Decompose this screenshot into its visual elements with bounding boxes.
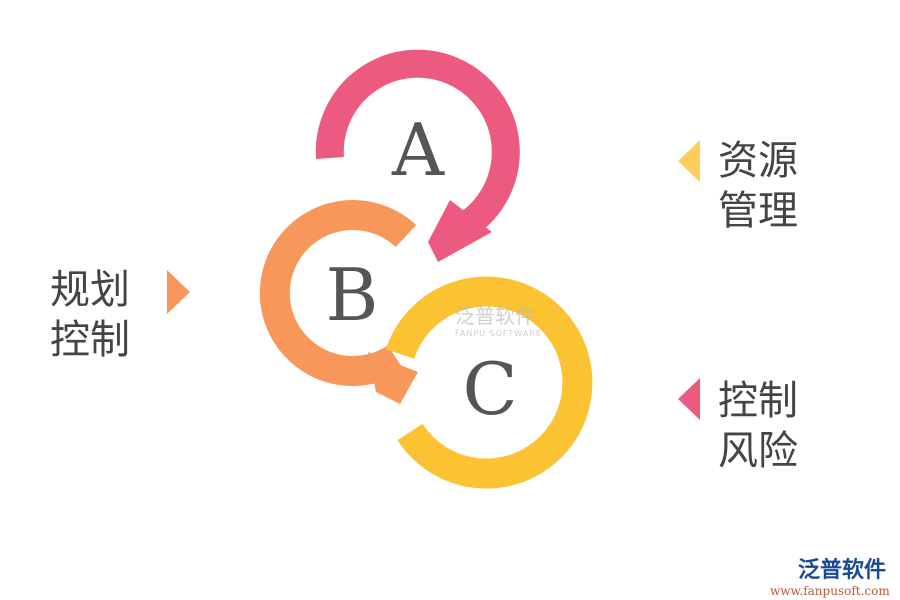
arrow-a bbox=[428, 200, 492, 262]
logo-url: www.fanpusoft.com bbox=[770, 584, 890, 598]
arc-a bbox=[315, 49, 520, 236]
letter-b: B bbox=[326, 253, 379, 337]
label-line: 规划 bbox=[50, 267, 130, 313]
arrow-b bbox=[368, 352, 418, 404]
arc-c bbox=[385, 276, 593, 489]
label-line: 风险 bbox=[718, 428, 798, 474]
triangle-marker-planning bbox=[167, 270, 190, 314]
logo-text: 泛普软件 bbox=[798, 558, 887, 583]
arc-b bbox=[259, 200, 417, 387]
label-planning-control: 规划 控制 bbox=[50, 265, 130, 365]
label-resource-management: 资源 管理 bbox=[718, 136, 798, 236]
letter-a: A bbox=[391, 108, 445, 192]
label-risk-control: 控制 风险 bbox=[718, 376, 798, 476]
triangle-marker-risk bbox=[678, 378, 700, 420]
label-line: 管理 bbox=[718, 188, 798, 234]
label-line: 控制 bbox=[50, 317, 130, 363]
watermark-en: FANPU SOFTWARE bbox=[455, 329, 542, 338]
letter-c: C bbox=[462, 347, 517, 431]
watermark: 泛普软件 FANPU SOFTWARE bbox=[455, 300, 542, 338]
watermark-cn: 泛普软件 bbox=[455, 304, 535, 328]
brand-logo: 泛普软件 www.fanpusoft.com bbox=[770, 552, 890, 598]
label-line: 控制 bbox=[718, 378, 798, 424]
triangle-marker-resource bbox=[678, 140, 700, 182]
label-line: 资源 bbox=[718, 138, 798, 184]
